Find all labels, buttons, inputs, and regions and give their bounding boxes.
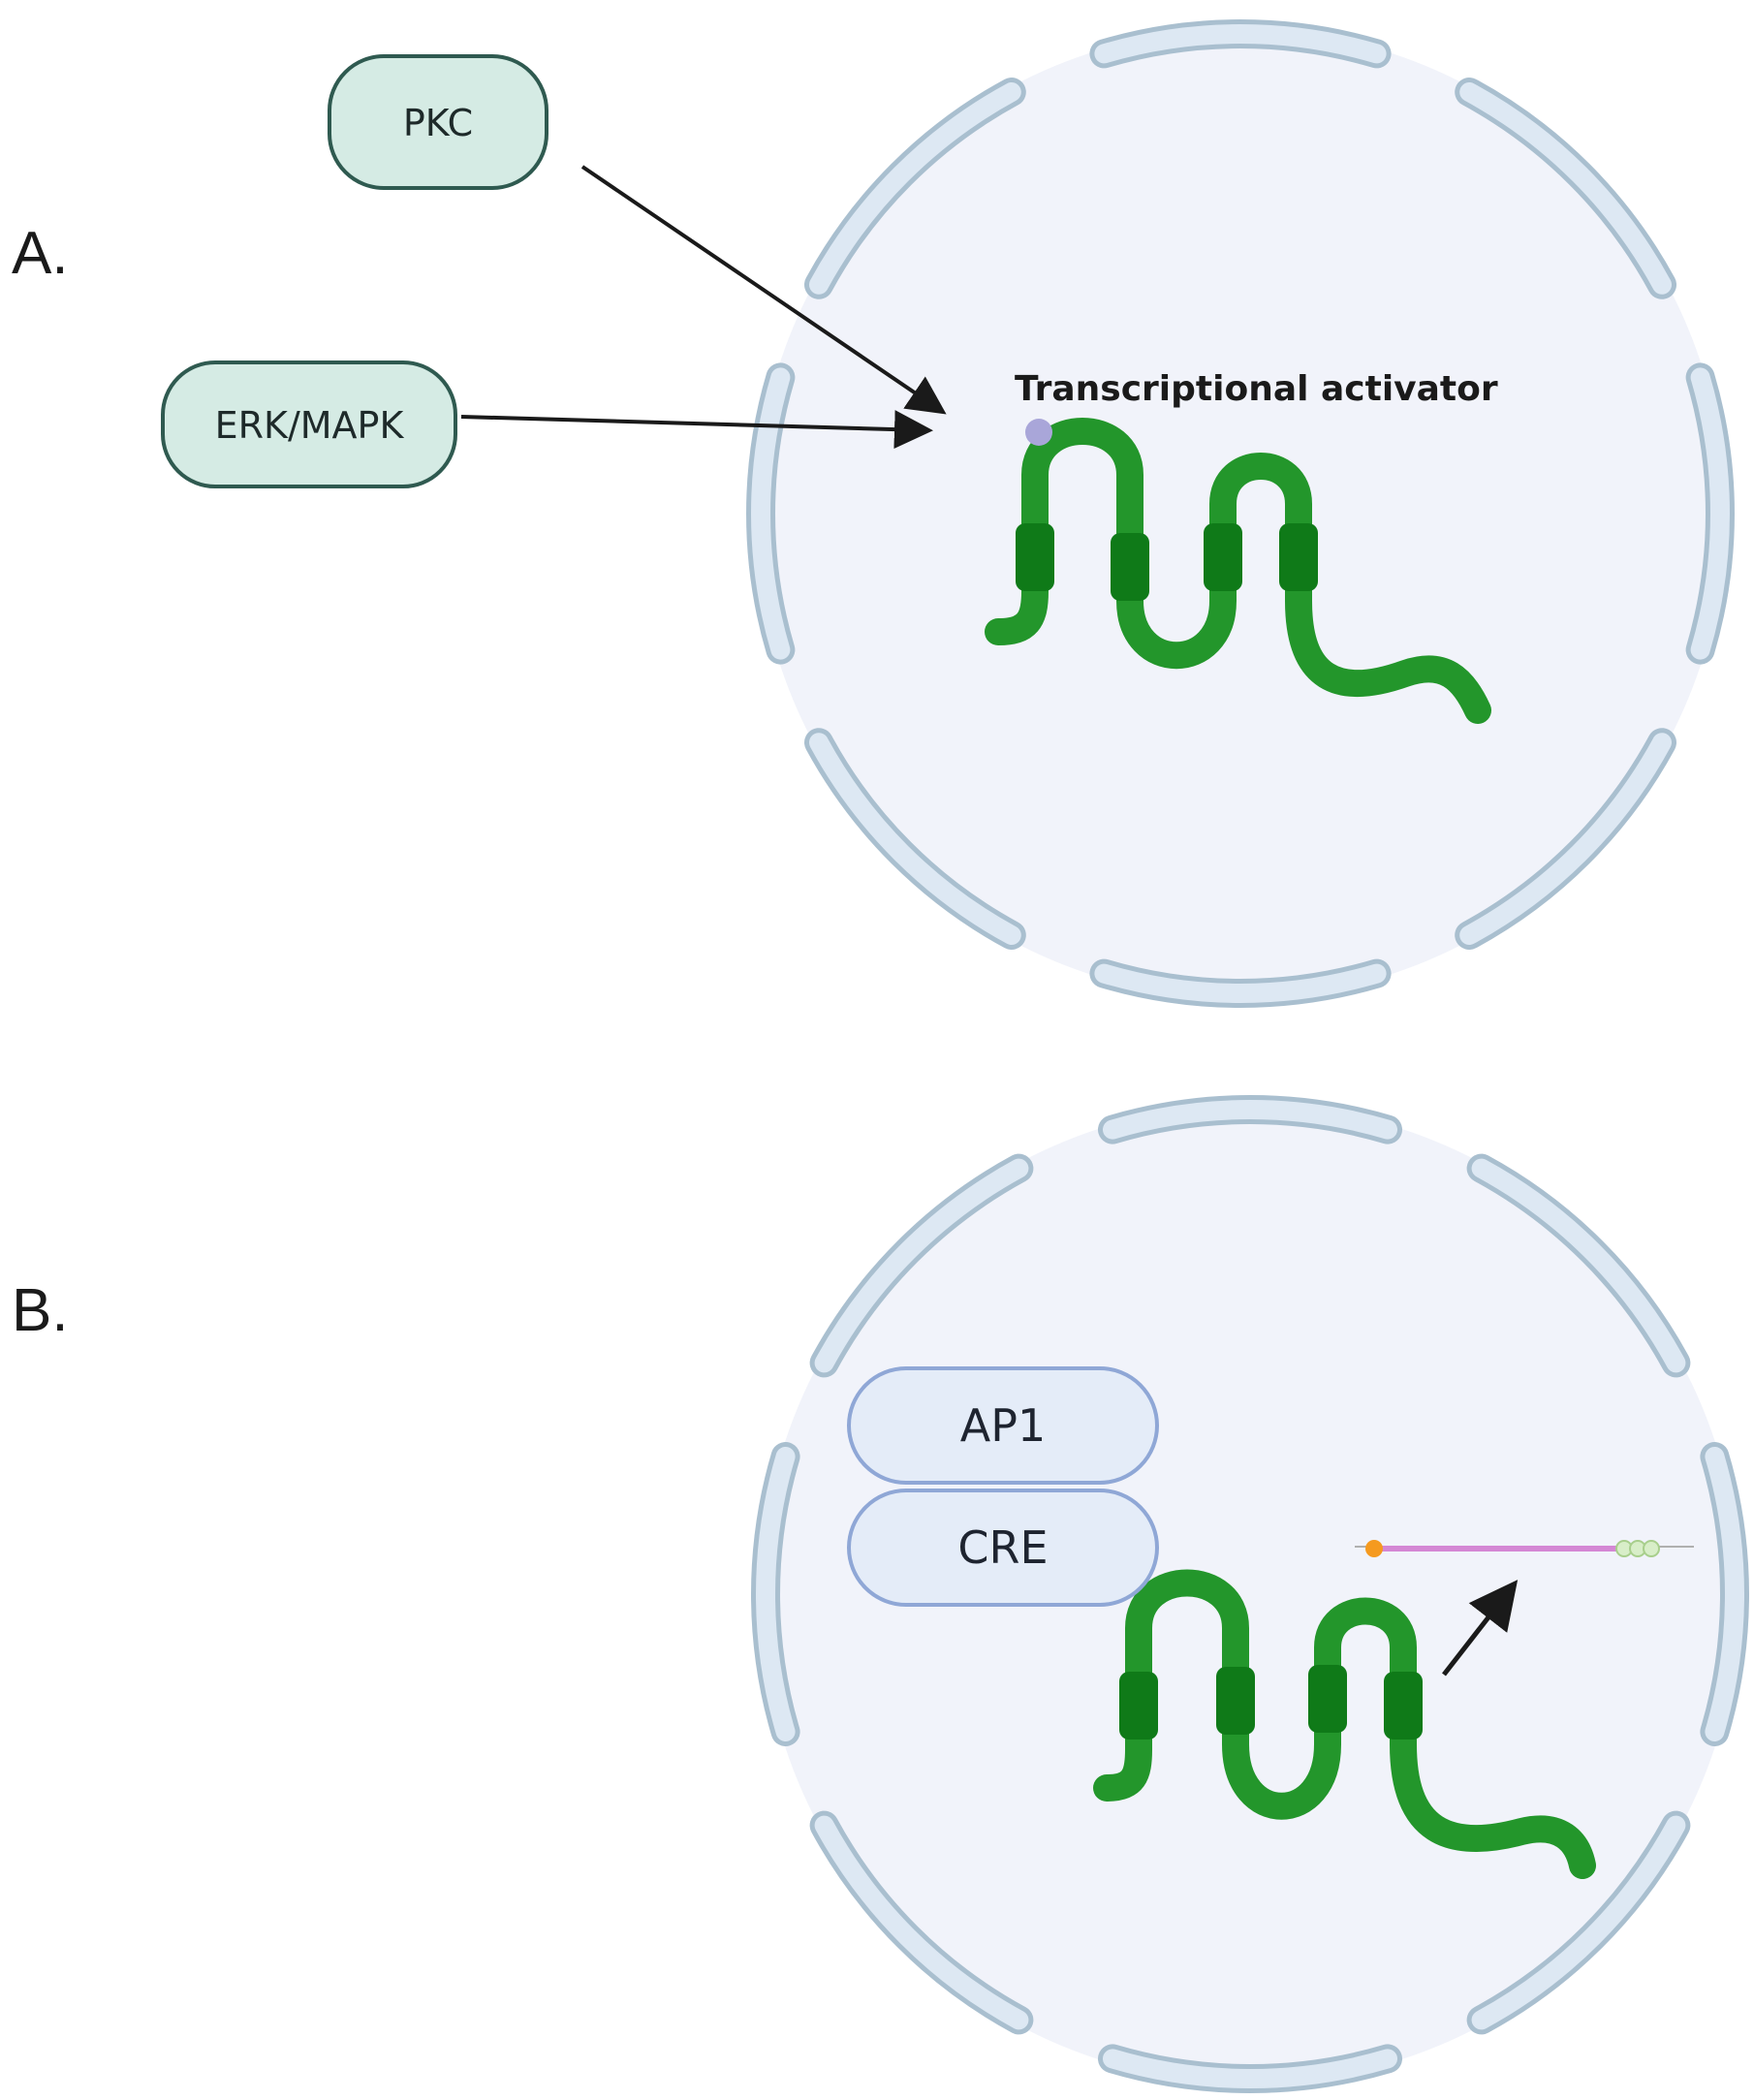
ap1-label: AP1: [960, 1399, 1046, 1452]
panel-a-label: A.: [12, 220, 69, 287]
five-prime-cap-icon: [1365, 1540, 1383, 1557]
envelope-a-segment-core: [1094, 24, 1387, 64]
envelope-a-segment-core: [1459, 733, 1672, 945]
envelope-b-segment-core: [756, 1447, 796, 1741]
mrna-transcript-icon: [1355, 1540, 1694, 1557]
envelope-b-segment-core: [1471, 1815, 1686, 2030]
envelope-b-segment-core: [814, 1815, 1029, 2030]
pkc-label: PKC: [403, 102, 473, 144]
dna-strand-a: [985, 418, 1491, 724]
envelope-a-segment-core: [1094, 963, 1387, 1003]
envelope-a-segment-core: [1459, 82, 1672, 295]
pkc-arrow: [580, 165, 947, 415]
nuclear-envelope-a: [746, 19, 1735, 1008]
transcriptional-activator-label: Transcriptional activator: [1015, 369, 1498, 409]
erk-mapk-arrow: [460, 410, 933, 450]
expression-arrow: [1442, 1580, 1519, 1677]
dna-strand-b: [1093, 1569, 1596, 1879]
envelope-b-segment-core: [1705, 1447, 1744, 1741]
envelope-b-segment-core: [1103, 2049, 1397, 2088]
ap1-node: AP1: [847, 1366, 1159, 1485]
phosphorylation-site-icon: [1025, 419, 1052, 446]
envelope-a-segment-core: [751, 367, 791, 660]
envelope-a-segment-core: [1690, 367, 1730, 660]
pkc-node: PKC: [328, 54, 548, 190]
erk-mapk-node: ERK/MAPK: [161, 360, 457, 488]
nucleus-a-body: [756, 29, 1725, 998]
nucleus-a: [746, 19, 1735, 1008]
envelope-a-segment-core: [809, 733, 1021, 945]
panel-b-label: B.: [12, 1277, 69, 1344]
erk-mapk-label: ERK/MAPK: [215, 404, 405, 447]
envelope-a-segment-core: [809, 82, 1021, 295]
nuclear-envelope-b: [751, 1095, 1749, 2093]
envelope-b-segment-core: [1471, 1158, 1686, 1373]
cre-label: CRE: [957, 1521, 1048, 1574]
cre-node: CRE: [847, 1489, 1159, 1607]
envelope-b-segment-core: [1103, 1100, 1397, 1140]
envelope-b-segment-core: [814, 1158, 1029, 1373]
